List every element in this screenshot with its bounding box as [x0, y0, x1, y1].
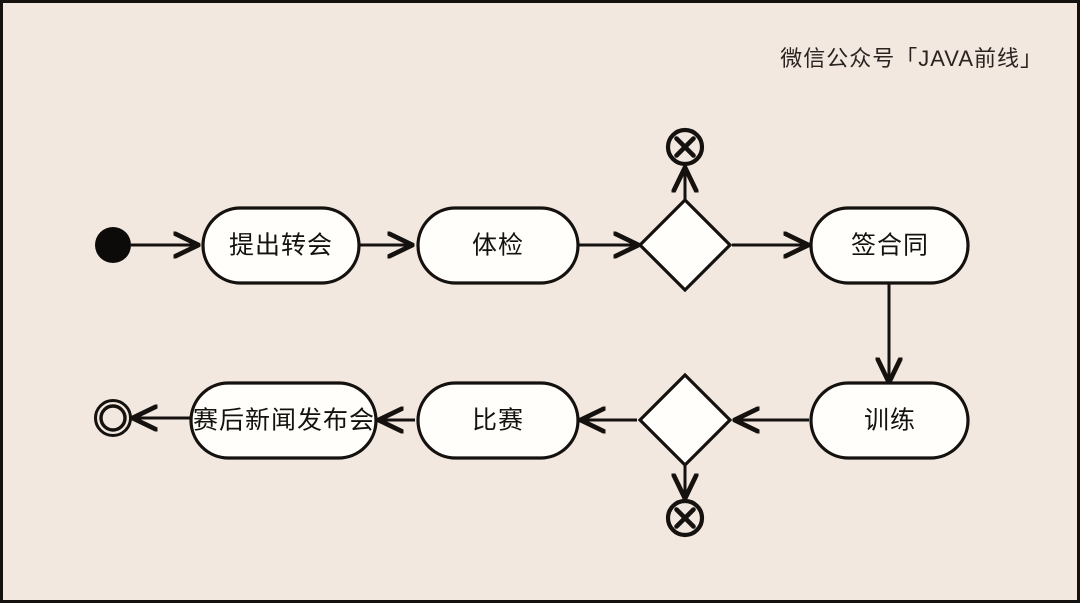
node-label-a2: 体检	[472, 232, 524, 260]
decision-diamond	[637, 372, 733, 468]
activity-shape	[809, 206, 970, 285]
watermark-text: 微信公众号「JAVA前线」	[780, 46, 1043, 71]
activity-shape	[189, 381, 378, 460]
node-label-a3: 签合同	[851, 232, 929, 260]
final-node-inner-ring	[99, 404, 127, 432]
node-decision-bottom[interactable]	[637, 372, 733, 468]
node-activity-training[interactable]: 训练	[809, 381, 970, 460]
initial-node-icon	[95, 227, 131, 263]
activity-shape	[201, 206, 361, 285]
node-activity-propose-transfer[interactable]: 提出转会	[201, 206, 361, 285]
node-initial[interactable]	[95, 227, 131, 263]
final-node-outer-ring	[94, 399, 132, 437]
node-final[interactable]	[94, 399, 132, 437]
flow-final-cross-2	[674, 507, 696, 529]
flow-final-cross-2	[674, 136, 696, 158]
node-label-a1: 提出转会	[229, 232, 333, 260]
activity-shape	[809, 381, 970, 460]
node-activity-post-match-press-conference[interactable]: 赛后新闻发布会	[189, 381, 378, 460]
node-label-a5: 比赛	[472, 407, 524, 435]
node-flow-final-bottom[interactable]	[665, 498, 705, 538]
node-label-a6: 赛后新闻发布会	[193, 407, 375, 435]
activity-shape	[416, 381, 580, 460]
node-activity-match[interactable]: 比赛	[416, 381, 580, 460]
activity-diagram: 提出转会 体检 签合同 训练	[94, 127, 970, 538]
node-flow-final-top[interactable]	[665, 127, 705, 167]
decision-diamond	[637, 197, 733, 293]
node-label-a4: 训练	[864, 407, 916, 435]
activity-shape	[416, 206, 580, 285]
edge-layer	[131, 169, 889, 497]
node-activity-physical-exam[interactable]: 体检	[416, 206, 580, 285]
node-activity-sign-contract[interactable]: 签合同	[809, 206, 970, 285]
node-decision-top[interactable]	[637, 197, 733, 293]
